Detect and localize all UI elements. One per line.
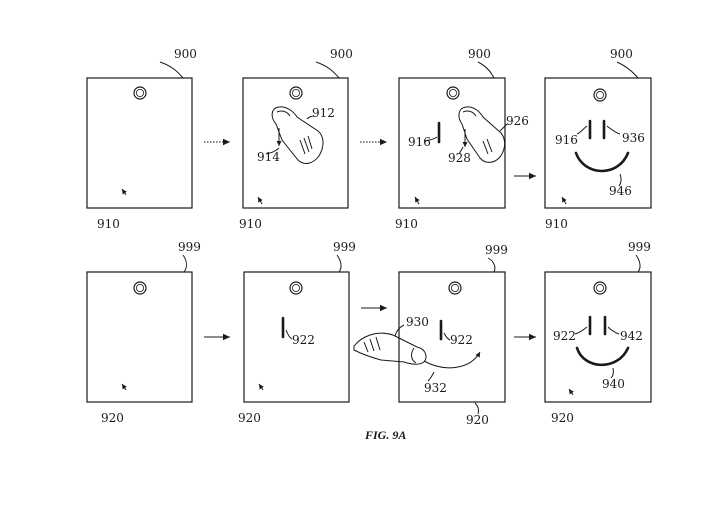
figure-caption: FIG. 9A	[364, 428, 406, 442]
drag-path-arrow	[423, 351, 481, 369]
panel-row1-col3: 900 916 926 928 910	[395, 47, 529, 231]
panel-row1-col2: 900 912 914 910	[239, 47, 353, 231]
mark-946: 946	[609, 184, 632, 198]
mark-922: 922	[553, 329, 576, 343]
panel-row1-col1: 900 910	[86, 47, 197, 231]
finger-icon	[271, 106, 324, 164]
camera-ring-icon	[133, 86, 147, 100]
camera-ring-icon	[593, 281, 607, 295]
smile-stroke	[574, 151, 630, 173]
panel-row2-col4: 999 922 942 940 920	[544, 240, 652, 425]
mark-930: 930	[406, 315, 429, 329]
device-label: 900	[610, 47, 633, 61]
panel-row1-col4: 900 916 936 946 910	[544, 47, 652, 231]
mark-926: 926	[506, 114, 529, 128]
camera-ring-icon	[446, 86, 460, 100]
device-label: 900	[330, 47, 353, 61]
device-frame	[242, 77, 349, 209]
camera-ring-icon	[448, 281, 462, 295]
mark-922: 922	[292, 333, 315, 347]
panel-row2-col2: 999 922 920	[238, 240, 356, 425]
screen-label: 920	[466, 413, 489, 427]
camera-ring-icon	[593, 88, 607, 102]
mark-940: 940	[602, 377, 625, 391]
camera-ring-icon	[289, 86, 303, 100]
finger-icon	[353, 332, 427, 365]
device-frame	[398, 77, 506, 209]
device-label: 999	[178, 240, 201, 254]
device-frame	[544, 77, 652, 209]
panel-row2-col3: 999 922 930 932 920	[353, 243, 508, 427]
device-label: 999	[628, 240, 651, 254]
finger-icon	[458, 106, 506, 163]
device-label: 900	[174, 47, 197, 61]
mark-916: 916	[555, 133, 578, 147]
screen-label: 920	[238, 411, 261, 425]
mark-928: 928	[448, 151, 471, 165]
device-label: 900	[468, 47, 491, 61]
panel-row2-col1: 999 920	[86, 240, 201, 425]
screen-label: 910	[97, 217, 120, 231]
screen-label: 910	[545, 217, 568, 231]
mark-936: 936	[622, 131, 645, 145]
screen-label: 910	[239, 217, 262, 231]
mark-912: 912	[312, 106, 335, 120]
mark-914: 914	[257, 150, 280, 164]
camera-ring-icon	[289, 281, 303, 295]
device-label: 999	[485, 243, 508, 257]
smile-stroke	[575, 346, 630, 367]
device-frame	[86, 77, 193, 209]
mark-932: 932	[424, 381, 447, 395]
screen-label: 920	[551, 411, 574, 425]
device-label: 999	[333, 240, 356, 254]
camera-ring-icon	[133, 281, 147, 295]
mark-916: 916	[408, 135, 431, 149]
mark-922: 922	[450, 333, 473, 347]
screen-label: 910	[395, 217, 418, 231]
mark-942: 942	[620, 329, 643, 343]
screen-label: 920	[101, 411, 124, 425]
